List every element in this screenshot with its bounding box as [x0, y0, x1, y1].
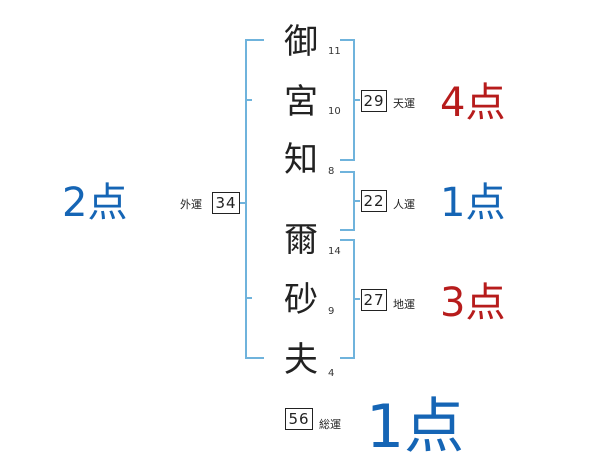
- chiun-value: 27: [361, 289, 387, 311]
- souun-value: 56: [285, 408, 313, 430]
- jinun-score: 1点: [440, 180, 506, 226]
- tenun-score: 4点: [440, 80, 506, 126]
- tenun-value: 29: [361, 90, 387, 112]
- stroke-count-6: 4: [328, 368, 335, 379]
- gaiun-score: 2点: [62, 180, 128, 226]
- chiun-label: 地運: [393, 298, 415, 311]
- name-char-1: 御: [284, 22, 318, 62]
- chiun-bracket: [340, 239, 355, 359]
- stroke-count-2: 10: [328, 106, 341, 117]
- name-char-5: 砂: [284, 280, 318, 320]
- souun-label: 総運: [319, 418, 341, 431]
- stroke-count-5: 9: [328, 306, 335, 317]
- stroke-count-4: 14: [328, 246, 341, 257]
- name-char-6: 夫: [284, 340, 318, 380]
- gaiun-label: 外運: [180, 198, 202, 211]
- souun-score: 1点: [366, 392, 465, 462]
- stroke-count-1: 11: [328, 46, 341, 57]
- gaiun-value: 34: [212, 192, 240, 214]
- jinun-value: 22: [361, 190, 387, 212]
- tenun-bracket: [340, 39, 355, 161]
- name-char-3: 知: [284, 140, 318, 180]
- jinun-label: 人運: [393, 198, 415, 211]
- gaiun-bracket: [245, 39, 264, 359]
- name-char-4: 爾: [284, 220, 318, 260]
- stroke-count-3: 8: [328, 166, 335, 177]
- chiun-score: 3点: [440, 280, 506, 326]
- tenun-label: 天運: [393, 97, 415, 110]
- name-char-2: 宮: [284, 82, 318, 122]
- jinun-bracket: [340, 171, 355, 231]
